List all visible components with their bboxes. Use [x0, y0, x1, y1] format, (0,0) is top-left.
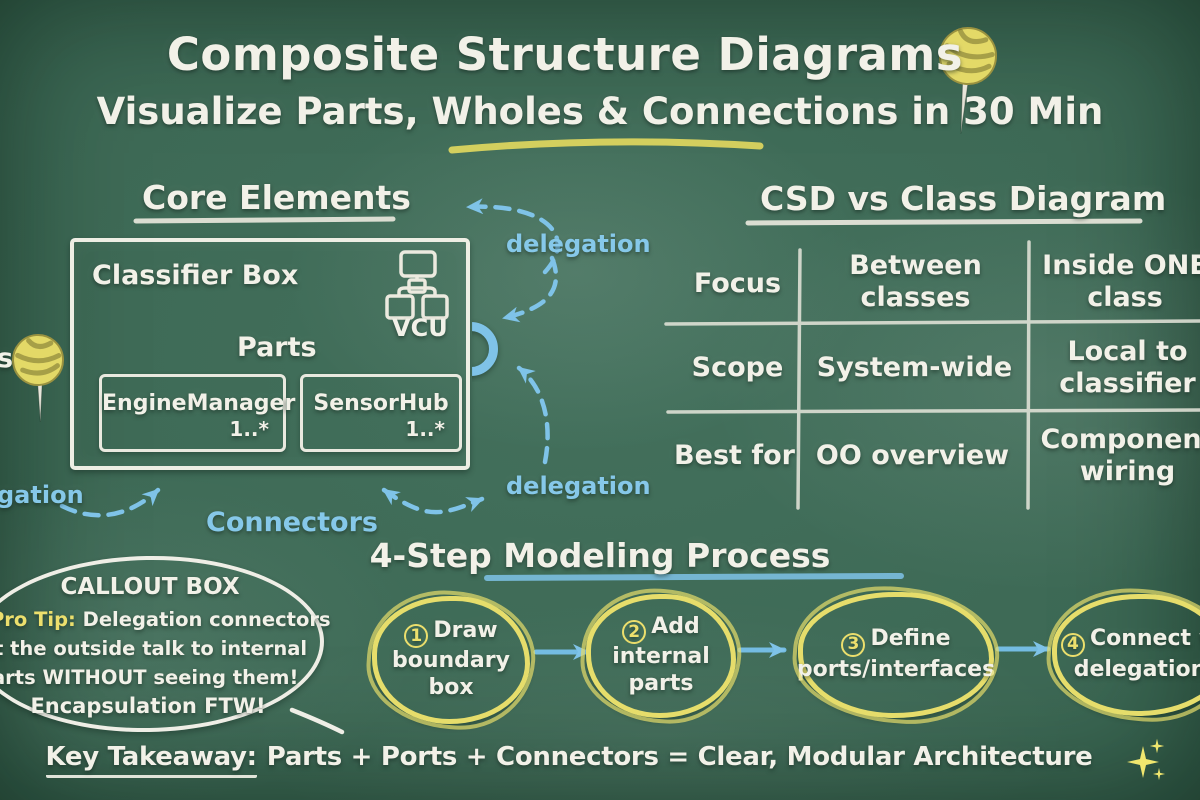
table-cell-aspect: Focus	[693, 268, 782, 299]
delegation-label-top: delegation	[506, 230, 651, 258]
classifier-box: Classifier Box VCU Parts EngineManager 1…	[70, 238, 470, 470]
step-number: 4	[1060, 632, 1085, 657]
comparison-heading: CSD vs Class Diagram	[760, 179, 1167, 218]
vcu-label: VCU	[392, 314, 448, 342]
delegation-label-bottom: delegation	[506, 472, 651, 500]
callout-line2: t the outside talk to internal	[0, 637, 308, 660]
delegation-arrow-bottom-to-port	[516, 365, 550, 465]
port-icon	[472, 322, 498, 376]
step-label: Define ports/interfaces	[796, 626, 996, 682]
table-cell-aspect: Best for	[674, 440, 795, 471]
part-multiplicity: 1..*	[229, 417, 269, 441]
step-number: 3	[841, 632, 866, 657]
core-elements-heading: Core Elements	[142, 178, 411, 217]
protip-label: Pro Tip:	[0, 608, 76, 631]
page-subtitle: Visualize Parts, Wholes & Connections in…	[96, 90, 1104, 133]
table-cell-csd: System-wide	[816, 352, 1013, 383]
key-takeaway-label: Key Takeaway:	[45, 742, 257, 778]
protip-text: Delegation connectors	[82, 608, 331, 631]
core-heading-underline	[133, 216, 396, 224]
callout-protip-line: Pro Tip: Delegation connectors	[0, 608, 331, 631]
step-label: Connect w delegation	[1073, 626, 1200, 682]
part-name: SensorHub	[313, 391, 449, 416]
callout-tail	[289, 707, 345, 735]
connectors-label: Connectors	[206, 507, 378, 538]
table-cell-csd: Between classes	[849, 250, 982, 314]
connector-arrow-pair	[381, 487, 485, 515]
key-takeaway-text: Parts + Ports + Connectors = Clear, Modu…	[266, 742, 1093, 772]
step-number: 1	[404, 624, 429, 649]
part-name: EngineManager	[102, 391, 296, 416]
delegation-label-left-fragment: gation	[0, 481, 84, 509]
table-cell-aspect: Scope	[691, 352, 784, 383]
page-title: Composite Structure Diagrams	[166, 28, 964, 81]
left-edge-text-fragment: s	[0, 343, 14, 374]
table-cell-class-diagram: Component wiring	[1040, 424, 1200, 488]
callout-heading: CALLOUT BOX	[60, 574, 240, 600]
part-multiplicity: 1..*	[405, 417, 445, 441]
table-cell-class-diagram: Inside ONE class	[1042, 250, 1200, 314]
table-cell-class-diagram: Local to classifier	[1059, 336, 1196, 400]
step-number: 2	[622, 620, 647, 645]
pushpin-icon-left	[12, 334, 64, 423]
process-heading-underline	[484, 573, 904, 581]
csd-heading-underline	[745, 218, 1143, 226]
delegation-arrow-to-port	[501, 255, 559, 323]
table-cell-csd: OO overview	[815, 440, 1010, 471]
callout-line3: arts WITHOUT seeing them!	[0, 666, 299, 689]
key-takeaway: Key Takeaway: Parts + Ports + Connectors…	[0, 742, 1200, 778]
parts-heading: Parts	[237, 332, 317, 363]
subtitle-underline-swoosh	[448, 138, 764, 154]
classifier-box-label: Classifier Box	[92, 260, 299, 291]
step-label: Add internal parts	[612, 613, 710, 697]
step-label: Draw boundary box	[392, 617, 510, 701]
process-heading: 4-Step Modeling Process	[369, 536, 831, 575]
callout-line4: Encapsulation FTW!	[30, 694, 266, 718]
part-box-sensorhub: SensorHub 1..*	[300, 374, 462, 452]
part-box-enginemanager: EngineManager 1..*	[99, 374, 296, 452]
